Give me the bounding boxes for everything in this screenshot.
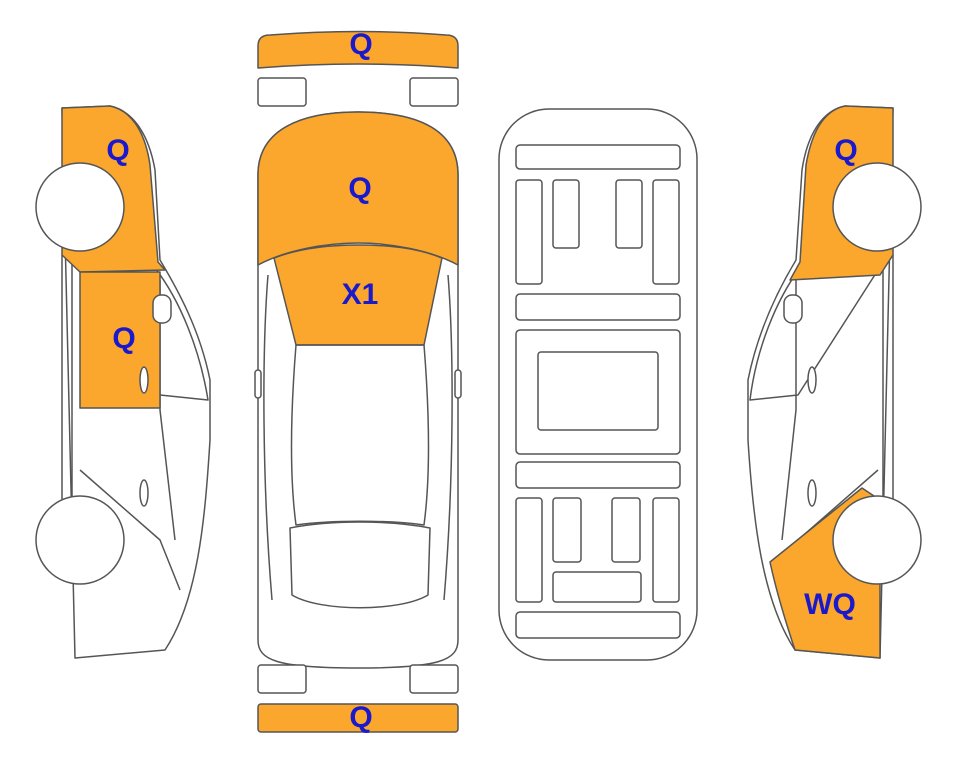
hood-label: Q (348, 172, 371, 205)
front-bumper-label: Q (349, 28, 372, 61)
left-headlight (257, 77, 307, 107)
underbody-right-rear-rail (652, 497, 680, 603)
underbody-right-front-rail (652, 179, 680, 285)
right-mirror (783, 294, 803, 324)
underbody-rear-crossmember (515, 461, 681, 489)
right-rear-quarter-label: WQ (804, 588, 856, 621)
underbody-left-rear-bay (552, 497, 582, 563)
left-rear-wheel (35, 495, 125, 585)
left-rear-door-handle (139, 479, 149, 507)
left-taillight (257, 664, 307, 694)
underbody-right-front-bay (615, 179, 643, 249)
left-front-fender-label: Q (106, 134, 129, 167)
underbody-right-rear-bay (611, 497, 641, 563)
right-side-view: Q WQ (747, 105, 922, 659)
right-front-fender-label: Q (834, 134, 857, 167)
underbody-center-frame (515, 329, 681, 455)
right-side-body-outline (747, 105, 894, 659)
left-side-door-line (79, 469, 181, 591)
rear-bumper-panel (257, 703, 459, 733)
top-left-mirror (254, 369, 262, 399)
underbody-left-rear-rail (515, 497, 543, 603)
rear-bumper-label: Q (349, 701, 372, 734)
roof-outline (290, 344, 430, 526)
windshield-label: X1 (342, 278, 379, 311)
right-front-door-handle (807, 366, 817, 394)
front-bumper-panel (257, 30, 459, 69)
underbody-view (498, 108, 698, 661)
underbody-spare-well (552, 571, 642, 603)
left-side-body-outline (61, 105, 211, 659)
left-side-view: Q Q (35, 105, 211, 659)
windshield-panel (273, 244, 443, 346)
left-front-door-label: Q (112, 322, 135, 355)
left-front-door-handle (139, 366, 149, 394)
underbody-outline (498, 108, 698, 661)
left-side-glass (263, 274, 273, 601)
underbody-center-pan (537, 351, 659, 431)
right-rear-door-handle (807, 479, 817, 507)
hood-panel (257, 111, 459, 266)
right-headlight (409, 77, 459, 107)
underbody-left-front-bay (552, 179, 580, 249)
underbody-rear-panel (515, 611, 681, 639)
top-right-mirror (454, 369, 462, 399)
top-view: Q Q X1 Q (254, 28, 462, 734)
right-front-wheel (832, 162, 922, 252)
underbody-mid-crossmember (515, 293, 681, 321)
left-mirror (152, 294, 172, 324)
right-taillight (409, 664, 459, 694)
right-rear-wheel (832, 495, 922, 585)
right-side-glass (443, 274, 453, 601)
rear-window-outline (289, 521, 431, 609)
underbody-front-crossmember (515, 144, 681, 170)
underbody-left-front-rail (515, 179, 543, 285)
left-front-wheel (35, 162, 125, 252)
